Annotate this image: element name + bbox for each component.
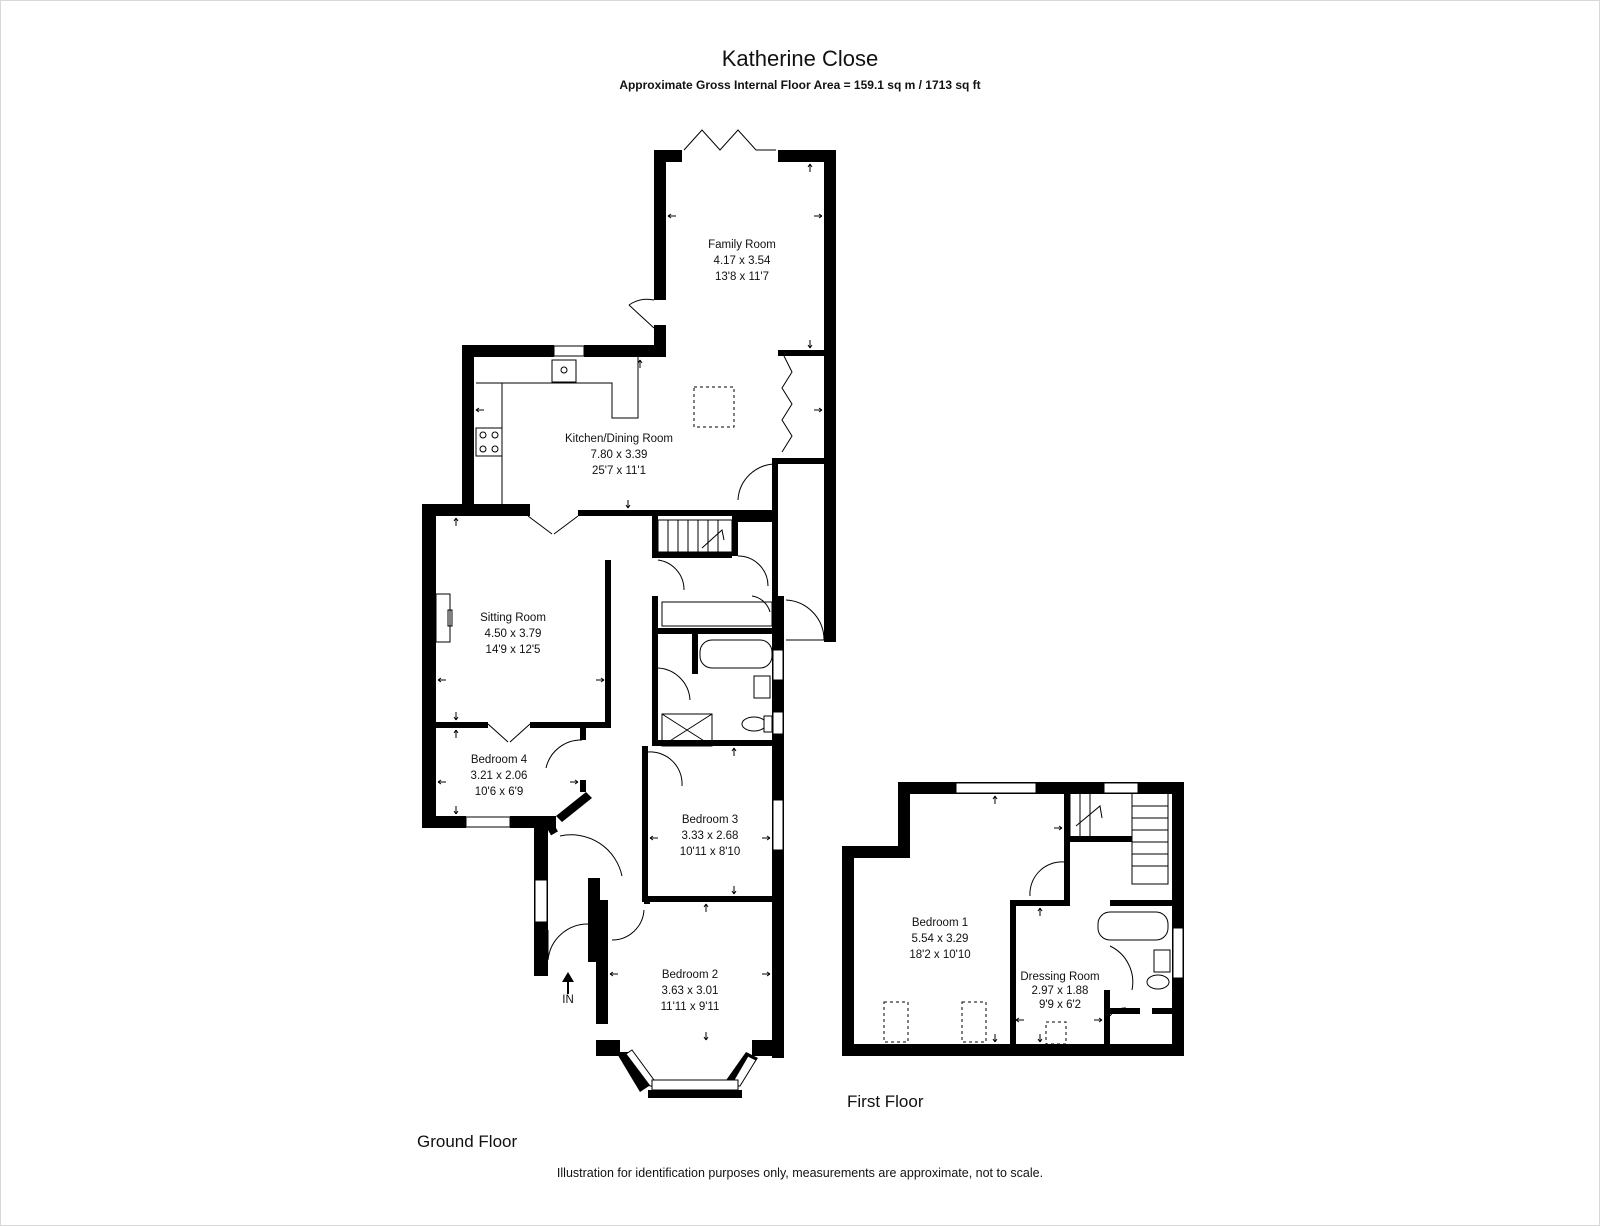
sink-icon <box>551 359 577 383</box>
door-swing-icon <box>657 559 685 591</box>
bathtub-icon <box>1097 911 1169 941</box>
stairs-icon <box>1069 794 1169 885</box>
skylight <box>961 1001 987 1043</box>
bedroom-4-window <box>465 816 511 828</box>
bathtub-icon <box>699 639 773 669</box>
bathroom-window <box>772 649 784 681</box>
room-name: Kitchen/Dining Room <box>565 433 673 445</box>
door-swing-icon <box>657 667 691 701</box>
skylight <box>1045 1021 1067 1045</box>
porch-window <box>534 879 548 923</box>
room-label-bedroom-4: Bedroom 4 3.21 x 2.06 10'6 x 6'9 <box>471 754 528 798</box>
floor-area-subtitle: Approximate Gross Internal Floor Area = … <box>619 78 981 92</box>
door-swing-icon <box>545 739 583 769</box>
room-metric: 4.17 x 3.54 <box>714 255 772 267</box>
room-imperial: 9'9 x 6'2 <box>1039 999 1081 1011</box>
room-name: Bedroom 2 <box>662 969 718 981</box>
skylight <box>693 386 735 428</box>
bedroom-3-window <box>772 799 784 851</box>
stair-window <box>1103 782 1139 794</box>
bifold-doors-icon <box>683 129 776 151</box>
room-label-sitting: Sitting Room 4.50 x 3.79 14'9 x 12'5 <box>480 612 546 656</box>
entrance-arrow-icon <box>562 972 574 994</box>
stairs-icon <box>657 519 733 553</box>
door-swing-icon <box>751 595 771 613</box>
room-metric: 3.21 x 2.06 <box>471 770 528 782</box>
room-label-family: Family Room 4.17 x 3.54 13'8 x 11'7 <box>708 239 776 283</box>
sitting-room-walls <box>422 504 611 828</box>
room-name: Dressing Room <box>1020 971 1099 983</box>
kitchen-counter <box>476 357 639 508</box>
room-metric: 2.97 x 1.88 <box>1032 985 1089 997</box>
skylight <box>883 1001 909 1043</box>
room-imperial: 10'11 x 8'10 <box>680 846 740 858</box>
room-label-bedroom-2: Bedroom 2 3.63 x 3.01 11'11 x 9'11 <box>661 969 720 1013</box>
entrance-label: IN <box>562 994 574 1006</box>
door-swing-icon <box>611 909 645 941</box>
room-metric: 3.33 x 2.68 <box>682 830 739 842</box>
room-metric: 4.50 x 3.79 <box>485 628 542 640</box>
door-swing-icon <box>559 834 623 877</box>
utility-counter <box>661 601 773 627</box>
plan-title: Katherine Close <box>721 46 879 71</box>
toilet-icon <box>741 716 767 732</box>
room-name: Sitting Room <box>480 612 546 624</box>
room-imperial: 13'8 x 11'7 <box>715 271 769 283</box>
first-floor-label: First Floor <box>847 1092 924 1111</box>
basin-icon <box>753 675 771 699</box>
room-label-dressing: Dressing Room 2.97 x 1.88 9'9 x 6'2 <box>1020 971 1099 1011</box>
door-swing-icon <box>1029 861 1065 897</box>
door-swing-icon <box>628 298 655 329</box>
tap-icon <box>560 366 568 374</box>
room-metric: 7.80 x 3.39 <box>591 449 648 461</box>
room-imperial: 25'7 x 11'1 <box>592 465 646 477</box>
room-name: Family Room <box>708 239 776 251</box>
toilet-icon <box>1146 974 1170 990</box>
front-door-swing-icon <box>547 923 589 961</box>
door-swing-icon <box>737 555 769 587</box>
room-imperial: 11'11 x 9'11 <box>661 1001 720 1013</box>
ensuite-window <box>1172 927 1184 979</box>
double-door-icon <box>487 723 531 743</box>
room-name: Bedroom 3 <box>682 814 738 826</box>
bathroom <box>652 634 784 747</box>
room-metric: 3.63 x 3.01 <box>662 985 719 997</box>
door-swing-icon <box>785 599 825 641</box>
disclaimer-text: Illustration for identification purposes… <box>556 1166 1044 1180</box>
dimension-arrows <box>437 163 823 1041</box>
bedroom-3-walls <box>642 746 784 902</box>
room-imperial: 14'9 x 12'5 <box>486 644 541 656</box>
door-swing-icon <box>647 751 683 787</box>
family-room-walls <box>654 150 836 642</box>
first-floor-plan <box>842 782 1184 1056</box>
room-label-kitchen: Kitchen/Dining Room 7.80 x 3.39 25'7 x 1… <box>565 433 673 477</box>
kitchen-window <box>553 345 585 357</box>
room-imperial: 18'2 x 10'10 <box>909 949 970 961</box>
door-swing-icon <box>1109 1007 1127 1017</box>
double-door-icon <box>527 515 579 535</box>
room-name: Bedroom 4 <box>471 754 528 766</box>
fireplace-icon <box>435 593 451 643</box>
bathroom-window <box>772 711 784 735</box>
hob-icon <box>475 427 503 457</box>
room-metric: 5.54 x 3.29 <box>912 933 969 945</box>
ground-floor-plan <box>422 129 836 1098</box>
room-name: Bedroom 1 <box>912 917 968 929</box>
bedroom-1-window <box>955 782 1037 794</box>
ground-floor-label: Ground Floor <box>417 1132 518 1151</box>
first-floor-walls <box>842 782 1184 1056</box>
room-label-bedroom-1: Bedroom 1 5.54 x 3.29 18'2 x 10'10 <box>909 917 970 961</box>
kitchen-walls <box>422 345 778 516</box>
room-imperial: 10'6 x 6'9 <box>475 786 524 798</box>
door-swing-icon <box>737 463 777 501</box>
bedroom-2-walls <box>596 900 784 1098</box>
room-label-bedroom-3: Bedroom 3 3.33 x 2.68 10'11 x 8'10 <box>680 814 740 858</box>
basin-icon <box>1153 949 1171 973</box>
folding-doors-icon <box>781 355 793 453</box>
door-swing-icon <box>1109 945 1134 991</box>
entrance-walls <box>534 822 645 1024</box>
